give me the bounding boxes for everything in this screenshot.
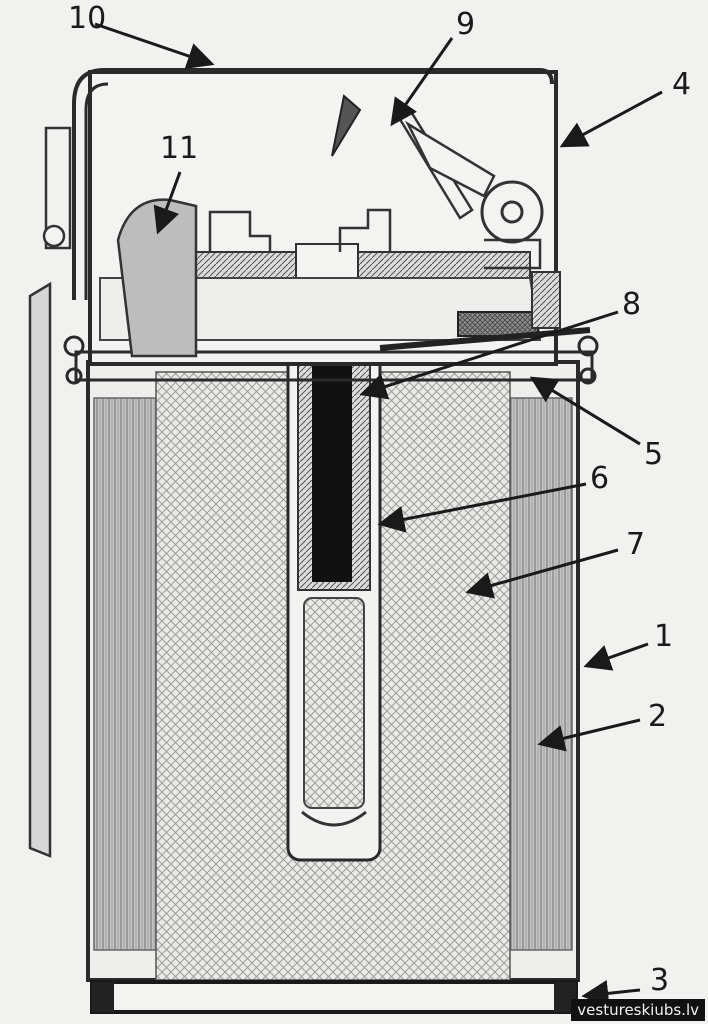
callout-8: 8 — [622, 287, 642, 322]
callout-3: 3 — [650, 963, 670, 998]
watermark-text: vestureskiubs.lv — [571, 999, 705, 1021]
callout-9: 9 — [456, 7, 476, 42]
callout-7: 7 — [626, 527, 646, 562]
arming-wire — [72, 68, 554, 300]
callout-2: 2 — [648, 699, 668, 734]
bottom-cap — [90, 980, 578, 1014]
callout-11: 11 — [160, 131, 199, 166]
striker-mechanism — [331, 94, 544, 270]
leader-lines — [94, 22, 663, 1007]
callout-1: 1 — [654, 619, 674, 654]
fuze-plate — [99, 208, 542, 341]
callout-10: 10 — [68, 1, 107, 36]
callout-6: 6 — [590, 461, 610, 496]
detonator-tube — [286, 281, 382, 862]
safety-cam — [116, 198, 198, 358]
callout-4: 4 — [672, 67, 692, 102]
side-lever — [28, 126, 72, 858]
callout-5: 5 — [644, 437, 664, 472]
